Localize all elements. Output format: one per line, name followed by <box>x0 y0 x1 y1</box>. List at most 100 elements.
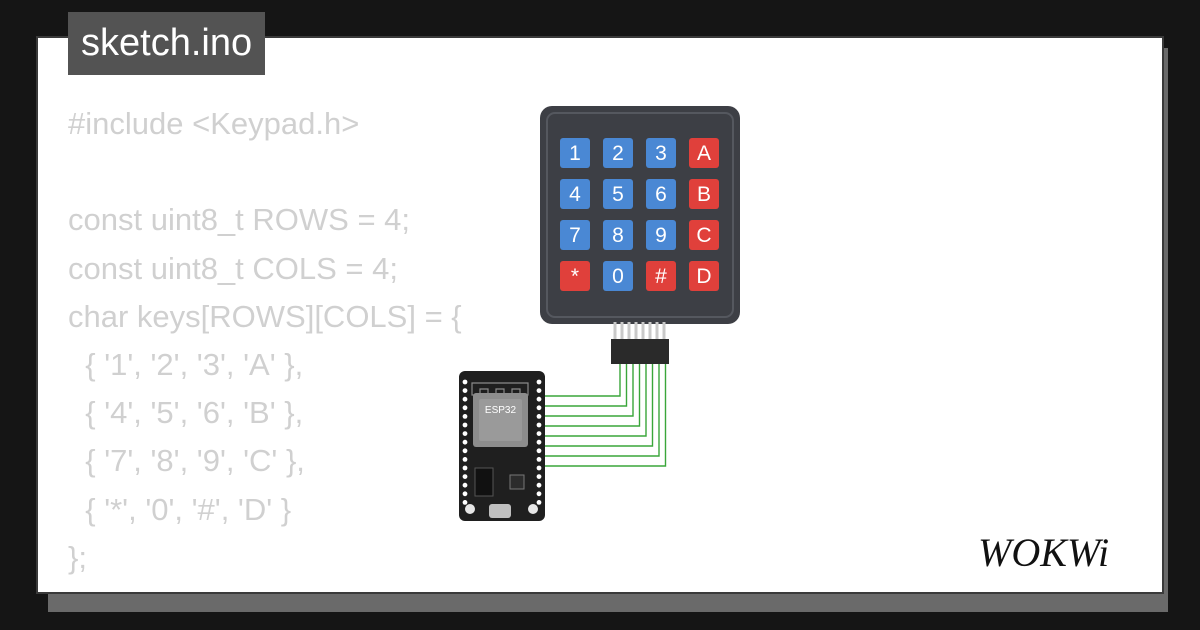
key-cap <box>646 179 676 209</box>
board-pin <box>536 457 542 462</box>
key-cap <box>560 261 590 291</box>
keypad-key[interactable]: 7 <box>560 220 590 250</box>
esp32-chip <box>479 399 522 441</box>
board-pin <box>536 396 542 402</box>
key-label: 7 <box>569 224 581 247</box>
code-line: char keys[ROWS][COLS] = { <box>68 298 462 334</box>
board-pin <box>462 500 468 505</box>
key-label: 6 <box>655 183 667 206</box>
keypad-pin <box>627 322 631 341</box>
keypad-pin <box>655 322 659 341</box>
board-pin <box>462 405 468 411</box>
key-label: 9 <box>655 224 667 247</box>
board-pin <box>462 388 468 393</box>
board-pin <box>536 379 542 385</box>
keypad-key[interactable]: D <box>689 261 719 291</box>
reset-button[interactable] <box>528 504 538 514</box>
wire-bundle <box>538 364 667 467</box>
board-pin <box>462 491 468 497</box>
key-cap <box>560 220 590 250</box>
keypad-key[interactable]: 9 <box>646 220 676 250</box>
regulator <box>474 467 494 497</box>
wokwi-logo-text: WOKWi <box>978 530 1109 575</box>
keypad-key[interactable]: 8 <box>603 220 633 250</box>
key-label: # <box>655 265 667 288</box>
board-pin <box>462 474 468 479</box>
keypad-key[interactable]: A <box>689 138 719 168</box>
code-preview: #include <Keypad.h> const uint8_t ROWS =… <box>68 100 462 582</box>
board-pin <box>462 465 468 471</box>
key-label: 0 <box>612 265 624 288</box>
wokwi-logo[interactable]: WOKWi <box>976 528 1156 578</box>
wire <box>538 364 654 447</box>
keypad-key[interactable]: 6 <box>646 179 676 209</box>
code-line: { '*', '0', '#', 'D' } <box>68 491 292 527</box>
keypad-key[interactable]: 2 <box>603 138 633 168</box>
wire <box>538 364 660 457</box>
key-label: D <box>696 265 711 288</box>
wire <box>538 364 621 397</box>
code-line: const uint8_t ROWS = 4; <box>68 202 411 238</box>
board-pin <box>536 500 542 505</box>
keypad-key[interactable]: 1 <box>560 138 590 168</box>
key-cap <box>603 179 633 209</box>
key-cap <box>689 261 719 291</box>
key-cap <box>603 261 633 291</box>
board-pin <box>462 396 468 402</box>
keypad-key[interactable]: 3 <box>646 138 676 168</box>
code-line <box>68 148 462 196</box>
board-pin <box>462 422 468 428</box>
key-label: 5 <box>612 183 624 206</box>
file-tab-label: sketch.ino <box>81 22 253 64</box>
key-label: A <box>697 142 711 165</box>
code-line: { '7', '8', '9', 'C' }, <box>68 443 305 479</box>
keypad-pin <box>613 322 617 341</box>
key-cap <box>560 138 590 168</box>
pin-header <box>611 339 669 364</box>
boot-button[interactable] <box>465 504 475 514</box>
board-pin <box>462 457 468 462</box>
board-pin <box>536 439 542 445</box>
keypad-pin <box>641 322 645 341</box>
usb-port[interactable] <box>489 504 511 518</box>
keypad-key[interactable]: * <box>560 261 590 291</box>
esp32-board[interactable]: ESP32 <box>459 371 545 521</box>
board-pin <box>536 414 542 419</box>
code-line: }; <box>68 539 87 575</box>
keypad-bezel <box>546 112 734 318</box>
keypad-pin <box>620 322 624 341</box>
board-pin <box>536 431 542 436</box>
board-pin <box>536 448 542 454</box>
key-cap <box>646 138 676 168</box>
usb-uart-chip <box>509 474 525 490</box>
board-pin <box>462 414 468 419</box>
key-cap <box>646 220 676 250</box>
chip-label: ESP32 <box>485 405 517 416</box>
keypad-key[interactable]: 4 <box>560 179 590 209</box>
key-label: B <box>697 183 711 206</box>
key-cap <box>603 138 633 168</box>
board-pin <box>462 439 468 445</box>
board-pin <box>462 379 468 385</box>
keypad-key[interactable]: 0 <box>603 261 633 291</box>
code-line: const uint8_t COLS = 4; <box>68 250 398 286</box>
key-cap <box>689 138 719 168</box>
keypad-connector <box>611 322 669 364</box>
key-label: 1 <box>569 142 581 165</box>
keypad-key[interactable]: C <box>689 220 719 250</box>
file-tab[interactable]: sketch.ino <box>68 12 266 75</box>
keypad-key[interactable]: # <box>646 261 676 291</box>
board-pin <box>536 465 542 471</box>
keypad-pin <box>648 322 652 341</box>
keypad-pin <box>634 322 638 341</box>
key-label: 3 <box>655 142 667 165</box>
key-label: 4 <box>569 183 581 206</box>
keypad-pin <box>662 322 666 341</box>
code-line: #include <Keypad.h> <box>68 106 360 141</box>
keypad-key[interactable]: 5 <box>603 179 633 209</box>
keypad-key[interactable]: B <box>689 179 719 209</box>
key-cap <box>603 220 633 250</box>
wire <box>538 364 634 417</box>
